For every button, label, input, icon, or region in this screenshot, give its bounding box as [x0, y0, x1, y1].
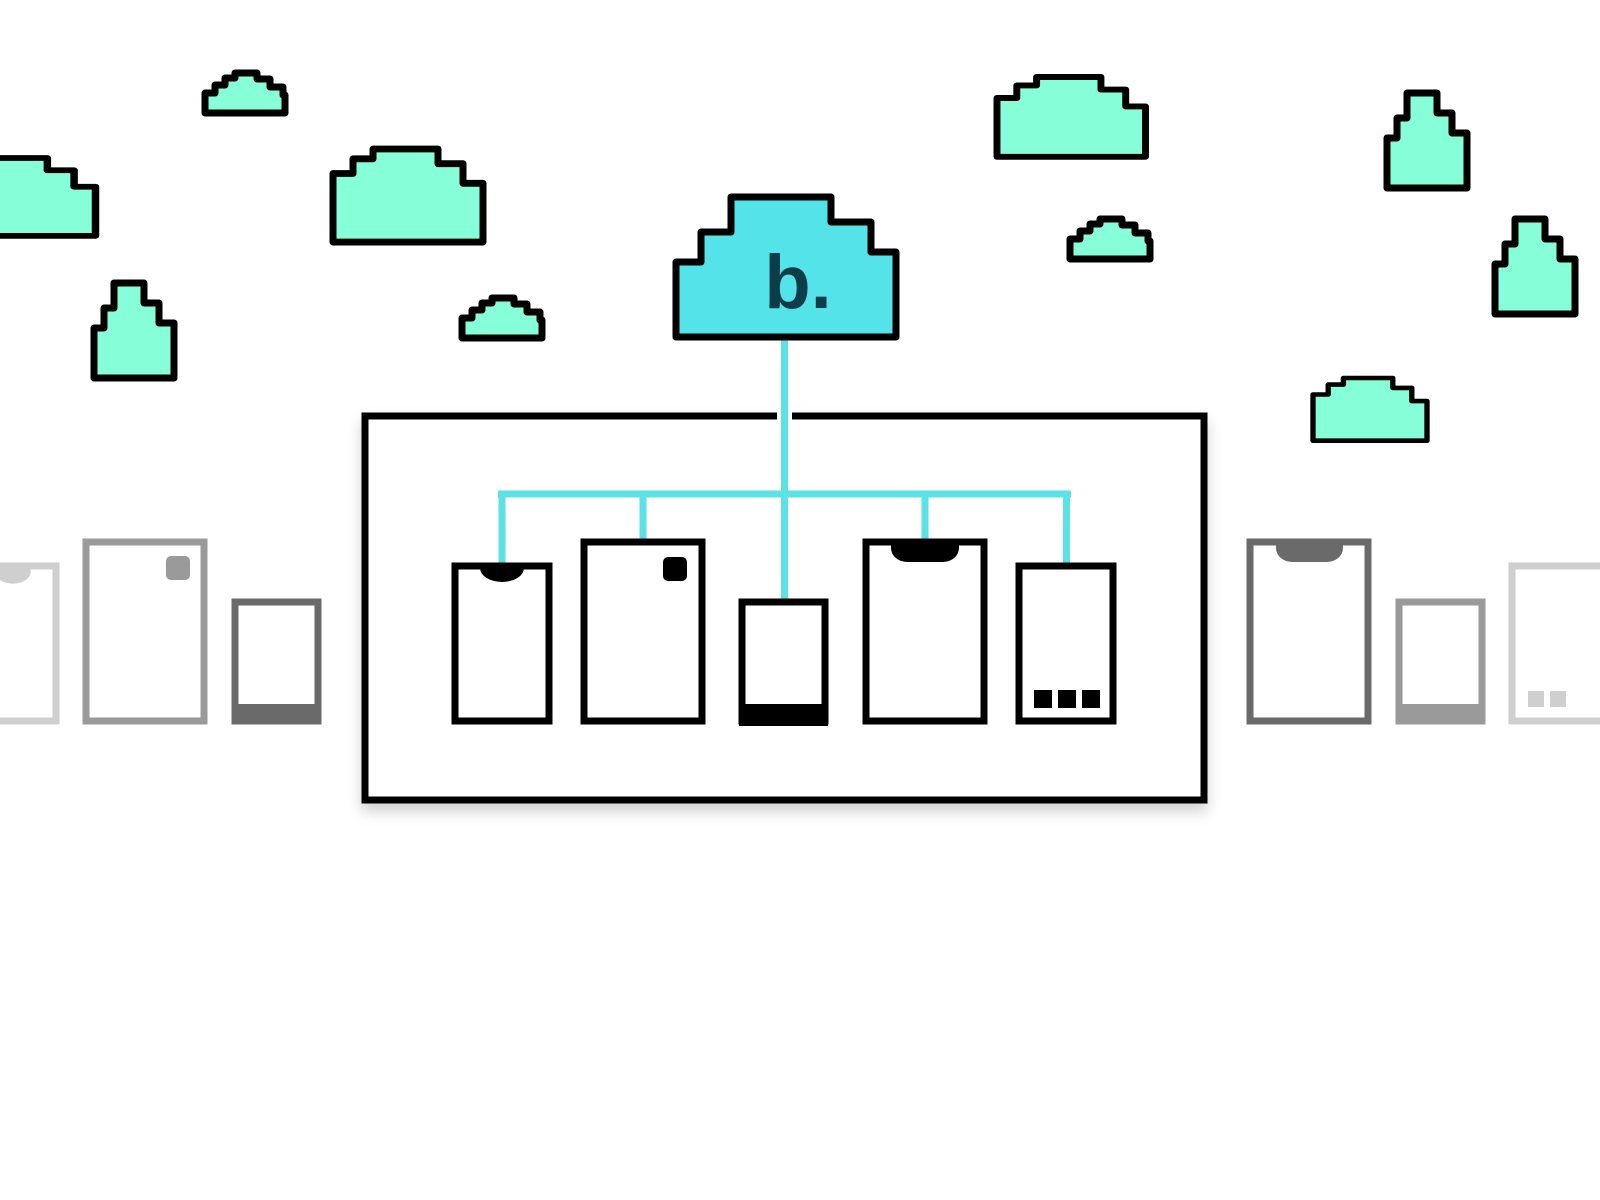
cloud-icon — [1495, 219, 1575, 314]
phone-icon — [738, 598, 829, 726]
cloud-icon — [997, 77, 1146, 157]
cloud-icon — [94, 283, 174, 378]
phone-icon — [1395, 598, 1486, 725]
phone-icon — [451, 562, 553, 725]
phone-icon — [1246, 538, 1372, 725]
phone-icon — [0, 562, 60, 725]
cloud-icon — [333, 149, 483, 242]
phone-icon — [862, 538, 988, 725]
cloud-icon — [205, 73, 285, 113]
phone-icon — [1508, 562, 1600, 725]
cloud-icon — [1387, 93, 1467, 188]
background-devices — [0, 538, 1600, 725]
connector-lines — [498, 338, 1071, 600]
phone-icon — [231, 598, 322, 725]
phone-icon — [1015, 562, 1117, 725]
main-cloud: b. — [676, 197, 896, 337]
phone-icon — [82, 538, 208, 725]
cloud-icon — [1070, 219, 1150, 259]
frame-devices — [451, 538, 1117, 726]
logo-text: b. — [764, 240, 832, 325]
cloud-icon — [0, 158, 96, 236]
cloud-icon — [1313, 378, 1427, 441]
cloud-icon — [462, 298, 542, 338]
phone-icon — [580, 538, 706, 725]
